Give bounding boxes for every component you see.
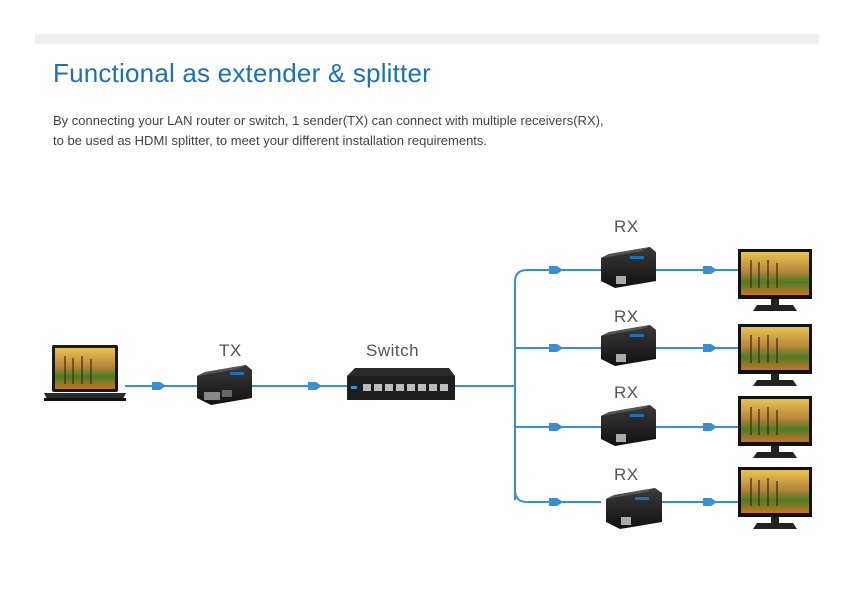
rx-label-1: RX [614,217,639,236]
arrow-icon [308,382,322,390]
monitor-icon [738,249,812,311]
arrow-icon [703,344,717,352]
monitor-icon [738,467,812,529]
rx-label-3: RX [614,383,639,402]
arrow-icon [549,498,563,506]
flow-arrows [152,266,717,506]
arrow-icon [703,423,717,431]
arrow-icon [549,344,563,352]
description: By connecting your LAN router or switch,… [53,111,604,151]
monitor-icon [738,396,812,458]
laptop-icon [44,345,126,401]
tx-box-icon [197,365,252,405]
cable-branch-4 [514,489,601,503]
top-band [35,34,819,44]
monitor-icon [738,324,812,386]
cable-branch-1 [514,269,601,500]
network-switch-icon [347,368,455,400]
rx-box-icon [601,247,656,288]
arrow-icon [703,498,717,506]
arrow-icon [152,382,166,390]
rx-label-4: RX [614,465,639,484]
rx-box-icon [606,488,662,529]
arrow-icon [549,266,563,274]
switch-label: Switch [366,341,420,360]
description-line-1: By connecting your LAN router or switch,… [53,113,604,128]
description-line-2: to be used as HDMI splitter, to meet you… [53,133,488,148]
arrow-icon [549,423,563,431]
rx-box-icon [601,325,656,366]
arrow-icon [703,266,717,274]
page-title: Functional as extender & splitter [53,58,432,88]
rx-box-icon [601,405,656,446]
tx-label: TX [219,341,242,360]
cables [125,269,738,503]
rx-label-2: RX [614,307,639,326]
